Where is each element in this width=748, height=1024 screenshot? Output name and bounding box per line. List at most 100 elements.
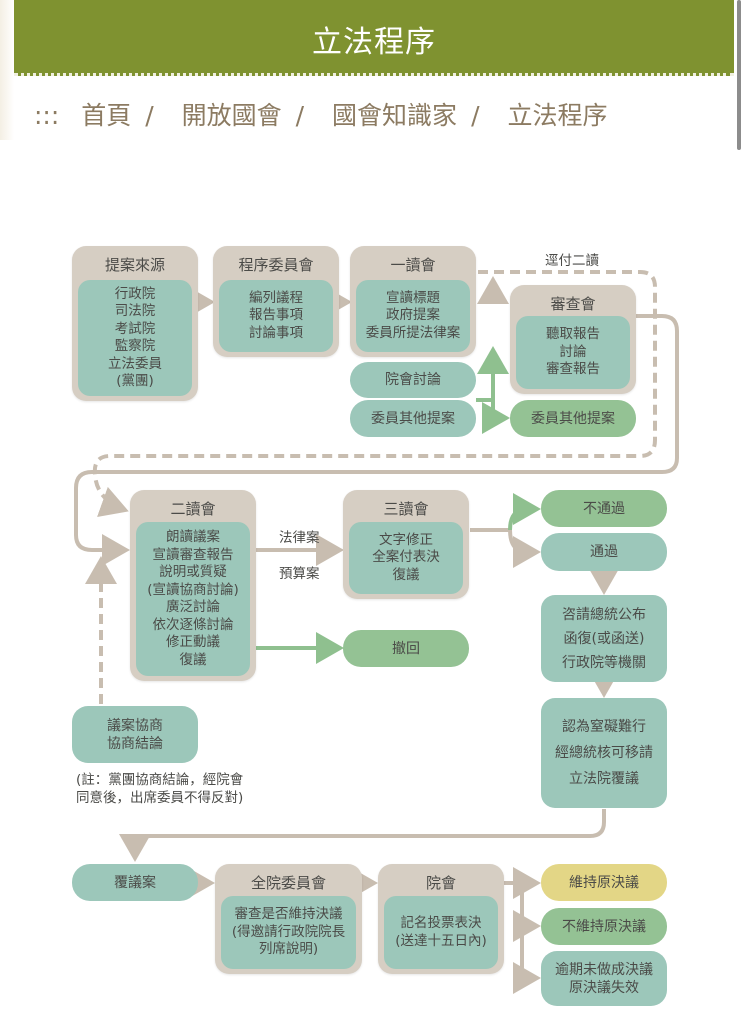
scrollbar[interactable] (737, 0, 741, 150)
reconsider-request-box: 認為窒礙難行 經總統核可移請 立法院覆議 (541, 698, 667, 808)
review-item: 審查報告 (546, 361, 600, 378)
green-right (482, 400, 510, 434)
to-reconsideration (119, 809, 606, 862)
promulgate-line: 函復(或函送) (563, 630, 645, 647)
source-item: 司法院 (114, 303, 156, 319)
breadcrumb-marker: ::: (34, 101, 60, 130)
second-reading-list: 朗讀議案 宣讀審查報告 說明或質疑 (宣讀協商討論) 廣泛討論 依次逐條討論 修… (136, 522, 250, 676)
committee-whole-item: 審查是否維持決議 (234, 906, 343, 923)
committee-whole-box: 全院委員會 審查是否維持決議 (得邀請行政院院長 列席說明) (215, 864, 362, 974)
note-line: 同意後，出席委員不得反對) (76, 790, 244, 806)
second-reading-item: 廣泛討論 (166, 599, 220, 615)
breadcrumb-open-parliament[interactable]: 開放國會 (181, 101, 282, 130)
third-reading-box: 三讀會 文字修正 全案付表決 復議 (343, 490, 469, 599)
note-line: (註：黨團協商結論，經院會 (76, 772, 244, 788)
negotiation-note: (註：黨團協商結論，經院會 同意後，出席委員不得反對) (76, 771, 243, 807)
negotiation-box: 議案協商 協商結論 (72, 706, 198, 763)
plenary-list: 記名投票表決 (送達十五日內) (384, 896, 498, 969)
procedure-list: 編列議程 報告事項 討論事項 (219, 280, 333, 352)
page-header: 立法程序 (14, 0, 734, 76)
procedure-item: 報告事項 (249, 307, 303, 324)
reconsideration-pill: 覆議案 (72, 864, 198, 901)
review-title: 審查會 (550, 295, 596, 313)
withdraw-pill: 撤回 (343, 630, 469, 667)
first-reading-list: 宣讀標題 政府提案 委員所提法律案 (356, 280, 470, 352)
plenary-item: 記名投票表決 (400, 915, 482, 931)
page-title: 立法程序 (312, 25, 436, 60)
review-box: 審查會 聽取報告 討論 審查報告 (510, 285, 636, 394)
breadcrumb: ::: 首頁 / 開放國會 / 國會知識家 / 立法程序 (34, 96, 621, 132)
first-reading-item: 委員所提法律案 (365, 324, 461, 341)
expired-line: 逾期未做成決議 (555, 961, 653, 978)
promulgate-box: 咨請總統公布 函復(或函送) 行政院等機關 (541, 595, 667, 682)
expired-line: 原決議失效 (569, 979, 639, 996)
plenary-discussion-pill: 院會討論 (350, 362, 476, 398)
breadcrumb-separator: / (295, 101, 305, 130)
reconsider-line: 經總統核可移請 (555, 745, 653, 761)
procedure-title: 程序委員會 (238, 256, 314, 274)
third-reading-item: 復議 (392, 566, 420, 583)
law-bill-label: 法律案 (279, 530, 320, 546)
second-reading-title: 二讀會 (170, 500, 216, 518)
other-motions-pill: 委員其他提案 (350, 400, 476, 437)
source-title: 提案來源 (104, 256, 165, 274)
source-box: 提案來源 行政院 司法院 考試院 監察院 立法委員 (黨團) (72, 246, 198, 401)
to-pass (508, 529, 541, 568)
review-to-second (74, 314, 679, 566)
negotiation-line: 議案協商 (107, 717, 163, 734)
breadcrumb-separator: / (145, 101, 154, 130)
source-item: 立法委員 (108, 355, 162, 372)
procedure-box: 程序委員會 編列議程 報告事項 討論事項 (213, 246, 339, 357)
reconsider-line: 認為窒礙難行 (562, 719, 646, 735)
maintain-pill: 維持原決議 (541, 864, 667, 901)
page-edge (0, 0, 14, 140)
review-list: 聽取報告 討論 審查報告 (516, 316, 630, 389)
breadcrumb-knowledge[interactable]: 國會知識家 (332, 101, 458, 130)
arrow (513, 915, 541, 994)
second-reading-item: 宣讀審查報告 (152, 546, 234, 563)
source-item: 考試院 (114, 320, 156, 337)
review-item: 聽取報告 (546, 326, 600, 343)
first-reading-box: 一讀會 宣讀標題 政府提案 委員所提法律案 (350, 246, 476, 357)
second-reading-box: 二讀會 朗讀議案 宣讀審查報告 說明或質疑 (宣讀協商討論) 廣泛討論 依次逐條… (130, 490, 256, 681)
third-reading-item: 全案付表決 (372, 549, 440, 566)
pass-pill: 通過 (541, 533, 667, 571)
committee-whole-title: 全院委員會 (250, 874, 326, 892)
reconsider-line: 立法院覆議 (569, 771, 639, 787)
third-reading-item: 文字修正 (379, 531, 433, 548)
second-reading-item: 說明或質疑 (159, 564, 227, 580)
breadcrumb-current: 立法程序 (507, 101, 608, 130)
arrow (513, 883, 541, 942)
procedure-item: 討論事項 (249, 324, 303, 341)
second-reading-item: 朗讀議案 (166, 529, 220, 545)
third-reading-list: 文字修正 全案付表決 復議 (349, 522, 463, 594)
committee-whole-item: (得邀請行政院院長 (231, 923, 346, 940)
first-reading-item: 政府提案 (386, 307, 440, 324)
promulgate-line: 行政院等機關 (562, 654, 646, 671)
breadcrumb-separator: / (471, 101, 480, 130)
fail-pill: 不通過 (541, 490, 667, 527)
first-reading-item: 宣讀標題 (386, 289, 440, 306)
committee-whole-list: 審查是否維持決議 (得邀請行政院院長 列席說明) (221, 896, 356, 969)
green-up (476, 346, 509, 402)
plenary-item: (送達十五日內) (395, 932, 487, 949)
second-reading-item: (宣讀協商討論) (147, 581, 239, 598)
source-item: 行政院 (114, 285, 156, 302)
third-reading-title: 三讀會 (383, 500, 429, 518)
procedure-item: 編列議程 (249, 289, 303, 306)
negotiation-line: 協商結論 (107, 735, 163, 752)
second-reading-item: 依次逐條討論 (152, 616, 234, 633)
first-reading-title: 一讀會 (390, 256, 436, 274)
to-fail (508, 493, 541, 531)
plenary-title: 院會 (425, 874, 456, 892)
source-list: 行政院 司法院 考試院 監察院 立法委員 (黨團) (78, 280, 192, 396)
direct-second-label: 逕付二讀 (545, 253, 599, 269)
second-reading-item: 復議 (179, 651, 207, 668)
not-maintain-pill: 不維持原決議 (541, 908, 667, 945)
source-item: (黨團) (116, 373, 154, 389)
breadcrumb-home[interactable]: 首頁 (81, 101, 132, 130)
plenary-box: 院會 記名投票表決 (送達十五日內) (378, 864, 504, 974)
source-item: 監察院 (114, 338, 156, 354)
promulgate-line: 咨請總統公布 (562, 606, 646, 623)
